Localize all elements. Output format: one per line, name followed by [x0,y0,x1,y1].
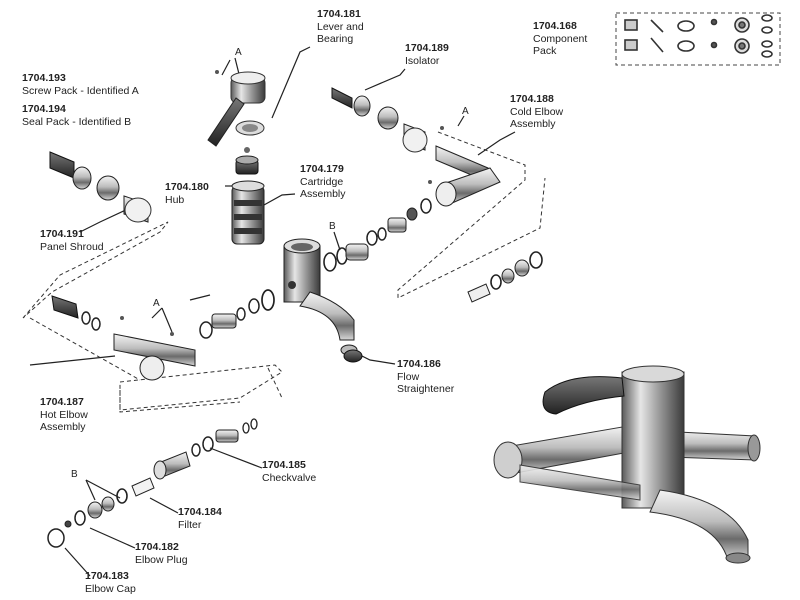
label-seal-pack: 1704.194 Seal Pack - Identified B [22,103,131,128]
tap-body-part [283,238,358,356]
part-name: Cartridge Assembly [300,175,346,201]
hot-isolator-part [49,151,152,223]
marker-screw-hot: A [153,298,160,309]
flow-straightener-part [343,349,363,363]
hot-checkvalve-row [131,418,258,497]
part-name: Filter [178,518,202,531]
part-name: Cold Elbow Assembly [510,105,564,131]
part-code: 1704.168 [533,20,577,32]
component-pack-box [615,12,781,66]
marker-screw-cold: A [462,106,469,117]
cold-checkvalve-row [323,198,432,272]
cold-elbow-part [428,145,501,207]
label-lever-and-bearing: 1704.181 Lever and Bearing [317,8,377,46]
part-name: Panel Shroud [40,240,104,253]
part-name: Elbow Cap [85,582,136,595]
part-code: 1704.194 [22,103,66,115]
part-name: Seal Pack - Identified B [22,115,132,128]
component-pack-icons [624,14,773,58]
part-code: 1704.186 [397,358,441,370]
tap-photo [493,365,761,564]
assembly-outlines [22,131,546,413]
part-code: 1704.188 [510,93,554,105]
part-name: Checkvalve [262,471,317,484]
part-code: 1704.187 [40,396,84,408]
part-code: 1704.182 [135,541,179,553]
cold-plug-row [467,251,543,303]
label-elbow-plug: 1704.182 Elbow Plug [135,541,188,566]
label-filter: 1704.184 Filter [178,506,222,531]
part-name: Isolator [405,54,440,67]
lever-and-bearing-part [207,70,266,147]
elbow-plug-row [47,488,128,548]
label-cold-elbow-assembly: 1704.188 Cold Elbow Assembly [510,93,570,131]
part-code: 1704.185 [262,459,306,471]
label-elbow-cap: 1704.183 Elbow Cap [85,570,136,595]
marker-seal-hot: B [71,469,78,480]
label-hub: 1704.180 Hub [165,181,209,206]
hub-part [235,147,259,175]
part-code: 1704.180 [165,181,209,193]
label-component-pack: 1704.168 Component Pack [533,20,603,58]
label-isolator: 1704.189 Isolator [405,42,449,67]
label-hot-elbow-assembly: 1704.187 Hot Elbow Assembly [40,396,100,434]
part-name: Component Pack [533,32,588,58]
part-name: Flow Straightener [397,370,455,396]
cold-isolator-part [331,87,444,153]
label-panel-shroud: 1704.191 Panel Shroud [40,228,104,253]
part-code: 1704.179 [300,163,344,175]
part-name: Lever and Bearing [317,20,364,46]
part-code: 1704.191 [40,228,84,240]
marker-screw-lever: A [235,47,242,58]
hot-inline-row [199,289,275,339]
part-name: Hub [165,193,185,206]
part-code: 1704.193 [22,72,66,84]
label-screw-pack: 1704.193 Screw Pack - Identified A [22,72,139,97]
part-name: Hot Elbow Assembly [40,408,88,434]
marker-seal-cold: B [329,221,336,232]
part-name: Screw Pack - Identified A [22,84,139,97]
label-cartridge-assembly: 1704.179 Cartridge Assembly [300,163,360,201]
part-code: 1704.184 [178,506,222,518]
label-checkvalve: 1704.185 Checkvalve [262,459,316,484]
cartridge-part [231,180,265,245]
hot-elbow-part [51,295,196,381]
part-code: 1704.183 [85,570,129,582]
part-name: Elbow Plug [135,553,188,566]
part-code: 1704.181 [317,8,361,20]
part-code: 1704.189 [405,42,449,54]
label-flow-straightener: 1704.186 Flow Straightener [397,358,457,396]
